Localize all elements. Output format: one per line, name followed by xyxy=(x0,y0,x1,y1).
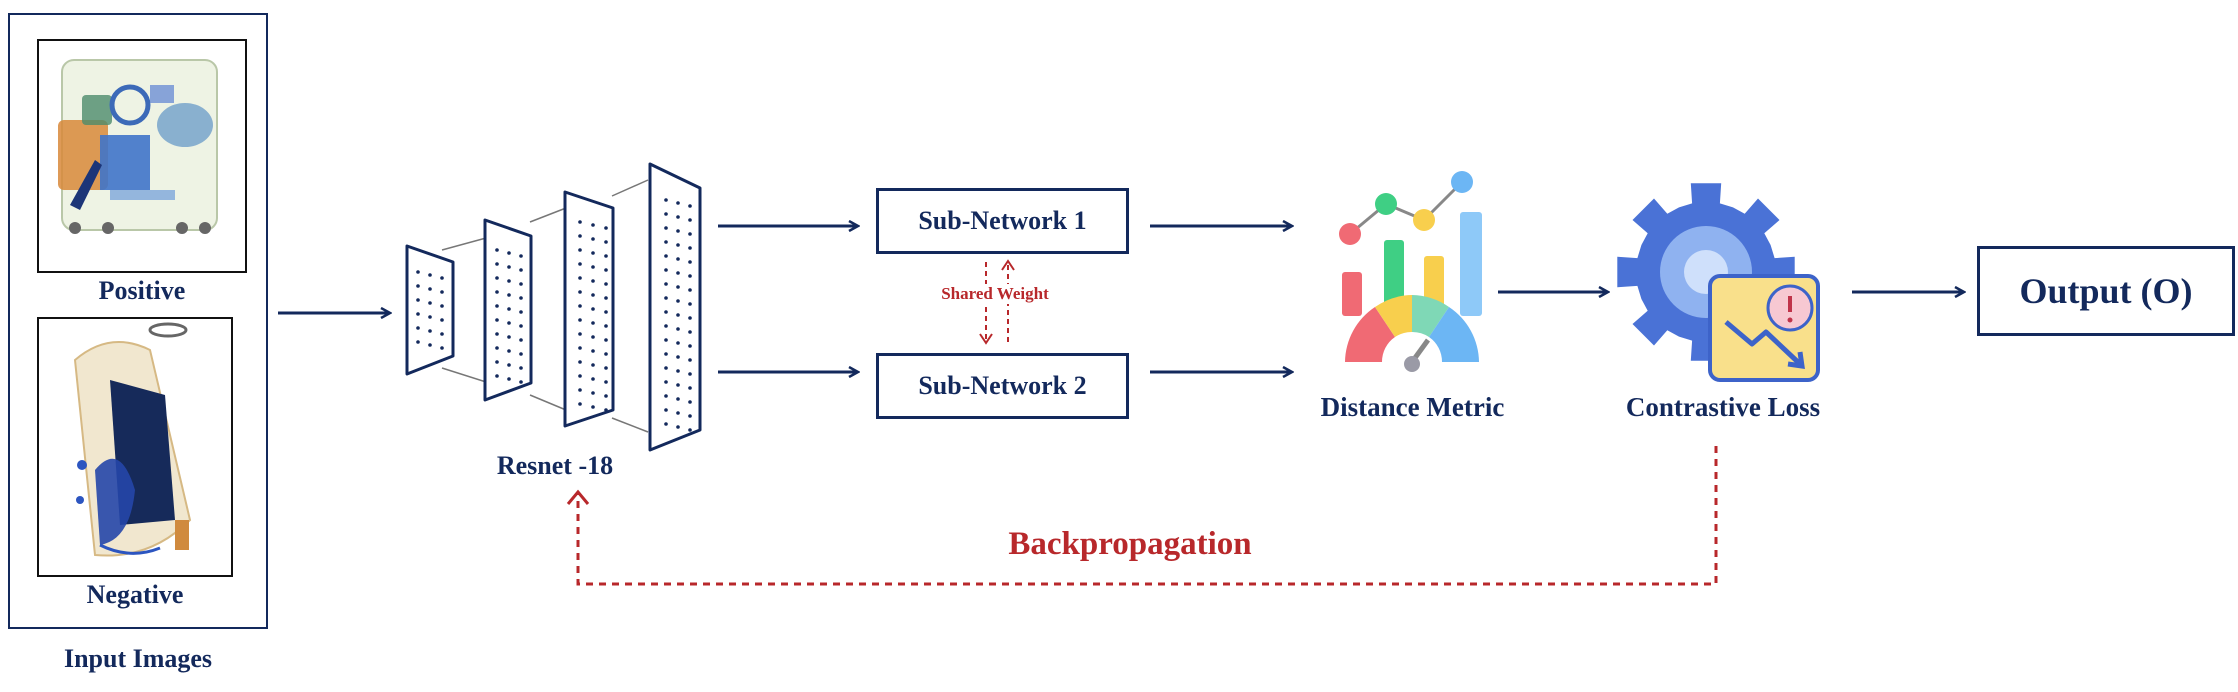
output-box: Output (O) xyxy=(1977,246,2235,336)
backpropagation-label: Backpropagation xyxy=(1008,526,1252,562)
contrastive-loss-icon xyxy=(1617,183,1820,382)
backpropagation-arrow xyxy=(566,446,1718,586)
negative-label: Negative xyxy=(86,580,184,609)
negative-xray-image xyxy=(37,317,233,577)
resnet-label: Resnet -18 xyxy=(496,451,614,480)
resnet-layers xyxy=(405,162,702,452)
subnet1-box: Sub-Network 1 xyxy=(876,188,1129,254)
shared-weight-label: Shared Weight xyxy=(920,284,1070,304)
distance-metric-label: Distance Metric xyxy=(1320,392,1505,422)
input-images-caption: Input Images xyxy=(63,644,213,673)
positive-label: Positive xyxy=(98,276,186,305)
subnet2-box: Sub-Network 2 xyxy=(876,353,1129,419)
contrastive-loss-label: Contrastive Loss xyxy=(1625,392,1821,422)
positive-xray-image xyxy=(37,39,247,273)
input-images-panel xyxy=(8,13,268,629)
distance-metric-icon xyxy=(1339,171,1482,372)
